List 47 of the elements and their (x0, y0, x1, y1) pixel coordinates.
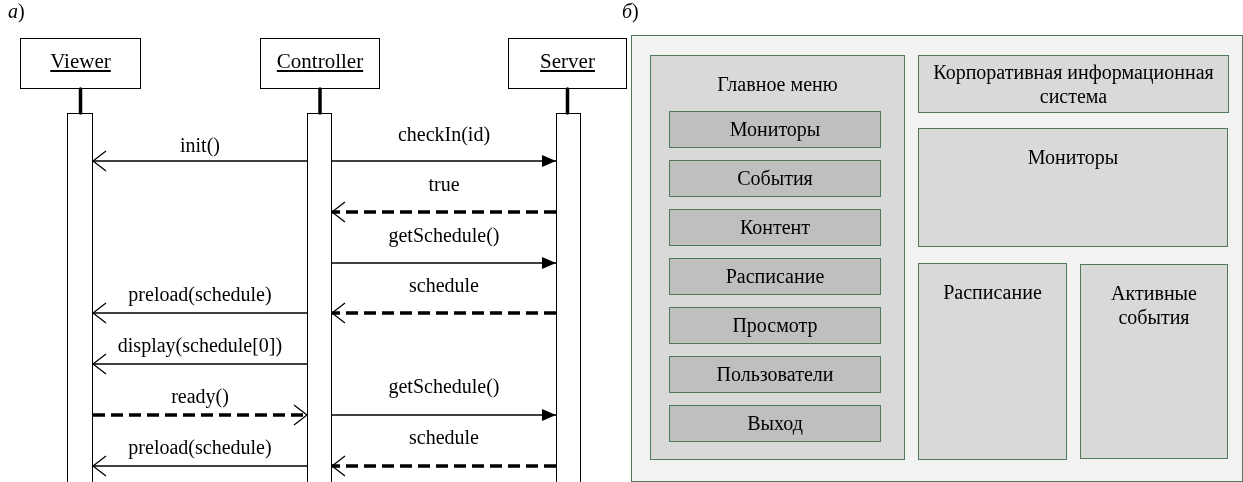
panel: Корпоративная информационная система (918, 55, 1229, 113)
message-arrow (331, 409, 557, 421)
panel (650, 55, 905, 460)
activation-bar (67, 113, 93, 482)
object-box: Server (508, 38, 627, 89)
panel-letter: б) (622, 0, 639, 23)
menu-item: Просмотр (669, 307, 881, 344)
message-arrow (92, 302, 308, 324)
menu-item: Мониторы (669, 111, 881, 148)
lifeline (318, 87, 322, 115)
menu-item: События (669, 160, 881, 197)
message-arrow (92, 353, 308, 375)
message-label: preload(schedule) (128, 436, 272, 459)
panel: Активные события (1080, 264, 1228, 459)
object-box: Viewer (20, 38, 141, 89)
window-frame (631, 35, 1243, 482)
message-label: schedule (409, 426, 479, 449)
panel-title: Главное меню (716, 72, 839, 96)
menu-item: Выход (669, 405, 881, 442)
menu-item: Контент (669, 209, 881, 246)
message-label: ready() (171, 385, 229, 408)
message-arrow (92, 150, 308, 172)
message-label: getSchedule() (388, 375, 500, 398)
message-label: getSchedule() (388, 224, 500, 247)
message-label: true (428, 173, 460, 196)
lifeline (78, 87, 83, 115)
message-arrow (331, 201, 556, 223)
activation-bar (556, 113, 581, 482)
message-arrow (93, 404, 308, 426)
message-arrow (331, 455, 556, 477)
panel-letter: а) (8, 0, 25, 23)
panel: Мониторы (918, 128, 1228, 247)
message-arrow (331, 257, 557, 269)
message-arrow (331, 155, 557, 167)
menu-item: Расписание (669, 258, 881, 295)
message-label: schedule (409, 274, 479, 297)
message-arrow (92, 455, 308, 477)
object-box: Controller (260, 38, 380, 89)
panel: Расписание (918, 263, 1067, 460)
message-label: preload(schedule) (128, 283, 272, 306)
message-label: display(schedule[0]) (117, 334, 283, 357)
menu-item: Пользователи (669, 356, 881, 393)
message-label: init() (180, 134, 220, 157)
activation-bar (307, 113, 332, 482)
message-label: checkIn(id) (397, 123, 491, 146)
lifeline (565, 87, 570, 115)
message-arrow (331, 302, 556, 324)
